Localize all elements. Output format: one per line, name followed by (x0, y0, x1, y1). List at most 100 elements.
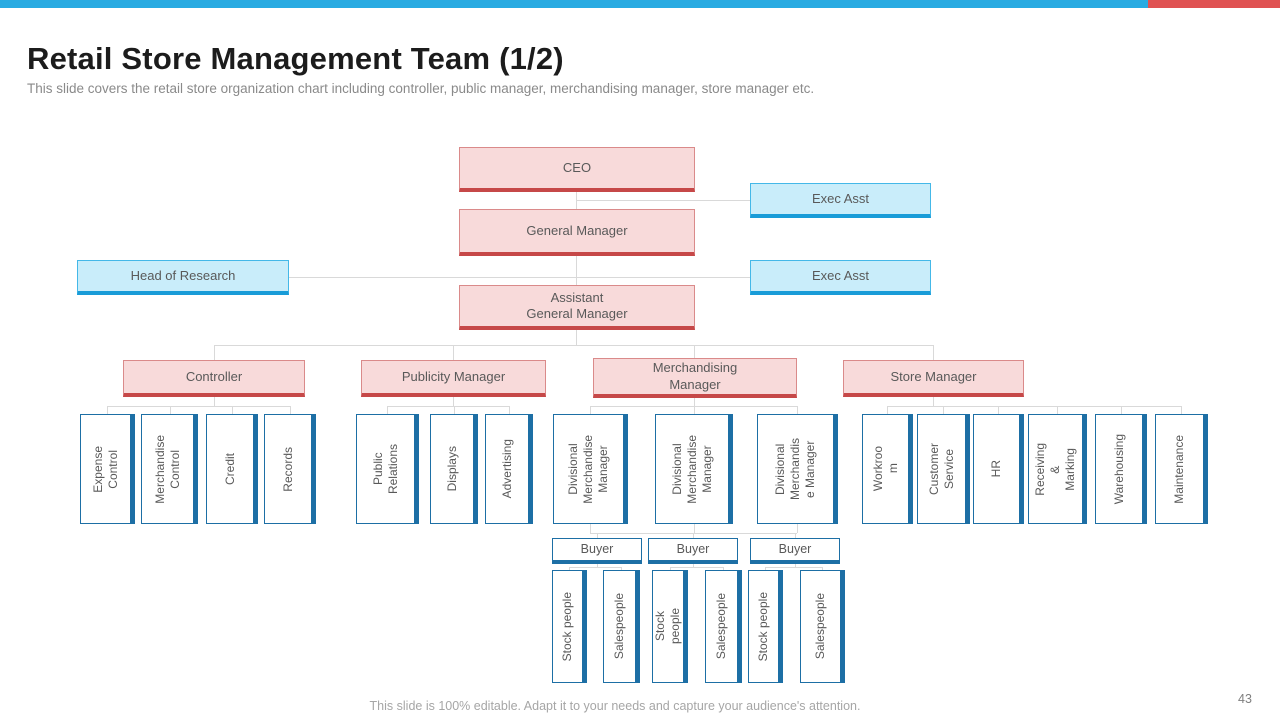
connector-line (723, 567, 724, 570)
node-general-manager-label: General Manager (526, 222, 628, 238)
node-warehousing: Warehousing (1095, 414, 1147, 524)
connector-line (576, 256, 577, 285)
node-customer-service: Customer Service (917, 414, 970, 524)
node-displays-label: Displays (444, 446, 459, 492)
connector-line (670, 567, 723, 568)
node-ceo: CEO (459, 147, 695, 192)
node-workroom: Workroo m (862, 414, 913, 524)
node-public-relations: Public Relations (356, 414, 419, 524)
connector-line (214, 345, 933, 346)
node-store-manager: Store Manager (843, 360, 1024, 397)
node-salespeople-2: Salespeople (705, 570, 742, 683)
connector-line (590, 406, 797, 407)
node-salespeople-3: Salespeople (800, 570, 845, 683)
node-buyer-2: Buyer (648, 538, 738, 564)
connector-line (822, 567, 823, 570)
node-exec-asst-1-label: Exec Asst (811, 190, 870, 206)
connector-line (590, 524, 591, 533)
connector-line (887, 406, 1181, 407)
node-publicity-manager-label: Publicity Manager (401, 368, 506, 384)
node-stock-people-2-label: Stock people (653, 608, 682, 645)
connector-line (694, 398, 695, 406)
node-ceo-label: CEO (562, 159, 592, 175)
connector-line (597, 564, 598, 567)
connector-line (569, 567, 570, 570)
node-general-manager: General Manager (459, 209, 695, 256)
node-records-label: Records (280, 446, 295, 492)
node-buyer-3: Buyer (750, 538, 840, 564)
connector-line (1181, 406, 1182, 414)
node-expense-control-label: Expense Control (90, 445, 120, 493)
connector-line (694, 406, 695, 414)
node-warehousing-label: Warehousing (1111, 433, 1126, 505)
connector-line (107, 406, 108, 414)
connector-line (933, 345, 934, 360)
node-receiving-marking-label: Receiving & Marking (1033, 442, 1077, 496)
node-exec-asst-2-label: Exec Asst (811, 267, 870, 283)
node-merchandise-control-label: Merchandise Control (152, 434, 182, 504)
node-buyer-1-label: Buyer (580, 541, 614, 556)
node-advertising-label: Advertising (499, 439, 514, 499)
connector-line (621, 567, 622, 570)
node-divisional-merchandise-manager-2: Divisional Merchandise Manager (655, 414, 733, 524)
node-merchandising-manager-label: Merchandising Manager (652, 360, 738, 392)
node-buyer-1: Buyer (552, 538, 642, 564)
node-merchandise-control: Merchandise Control (141, 414, 198, 524)
connector-line (576, 200, 750, 201)
node-controller-label: Controller (185, 368, 243, 384)
connector-line (569, 567, 621, 568)
connector-line (214, 345, 215, 360)
node-receiving-marking: Receiving & Marking (1028, 414, 1087, 524)
connector-line (693, 564, 694, 567)
node-stock-people-1-label: Stock people (560, 591, 574, 662)
connector-line (590, 406, 591, 414)
connector-line (797, 524, 798, 533)
connector-line (694, 524, 695, 533)
node-public-relations-label: Public Relations (370, 443, 400, 495)
connector-line (509, 406, 510, 414)
connector-line (1057, 406, 1058, 414)
node-hr-label: HR (989, 460, 1003, 478)
node-salespeople-2-label: Salespeople (714, 593, 728, 660)
connector-line (290, 406, 291, 414)
connector-line (214, 397, 215, 406)
connector-line (453, 397, 454, 406)
node-expense-control: Expense Control (80, 414, 135, 524)
connector-line (453, 345, 454, 360)
node-stock-people-2: Stock people (652, 570, 688, 683)
node-maintenance: Maintenance (1155, 414, 1208, 524)
node-divisional-merchandise-manager-3-label: Divisional Merchandis e Manager (773, 437, 817, 501)
page-subtitle: This slide covers the retail store organ… (27, 81, 815, 96)
node-controller: Controller (123, 360, 305, 397)
connector-line (887, 406, 888, 414)
connector-line (597, 533, 598, 538)
connector-line (933, 397, 934, 406)
connector-line (670, 567, 671, 570)
node-maintenance-label: Maintenance (1172, 434, 1186, 504)
node-salespeople-1: Salespeople (603, 570, 640, 683)
connector-line (289, 277, 750, 278)
node-stock-people-1: Stock people (552, 570, 587, 683)
node-buyer-3-label: Buyer (778, 541, 812, 556)
connector-line (765, 567, 766, 570)
connector-line (232, 406, 233, 414)
node-credit: Credit (206, 414, 258, 524)
node-records: Records (264, 414, 316, 524)
node-advertising: Advertising (485, 414, 533, 524)
top-accent-bar-cyan (0, 0, 1148, 8)
connector-line (387, 406, 509, 407)
node-assistant-general-manager-label: Assistant General Manager (526, 289, 628, 321)
node-store-manager-label: Store Manager (890, 368, 977, 384)
node-customer-service-label: Customer Service (926, 442, 956, 495)
connector-line (795, 564, 796, 567)
page-number: 43 (1238, 692, 1252, 706)
node-buyer-2-label: Buyer (676, 541, 710, 556)
connector-line (797, 406, 798, 414)
node-stock-people-3-label: Stock people (756, 591, 770, 662)
page-title: Retail Store Management Team (1/2) (27, 40, 564, 76)
node-divisional-merchandise-manager-2-label: Divisional Merchandise Manager (669, 434, 714, 504)
node-credit-label: Credit (222, 452, 237, 485)
connector-line (795, 533, 796, 538)
node-divisional-merchandise-manager-3: Divisional Merchandis e Manager (757, 414, 838, 524)
